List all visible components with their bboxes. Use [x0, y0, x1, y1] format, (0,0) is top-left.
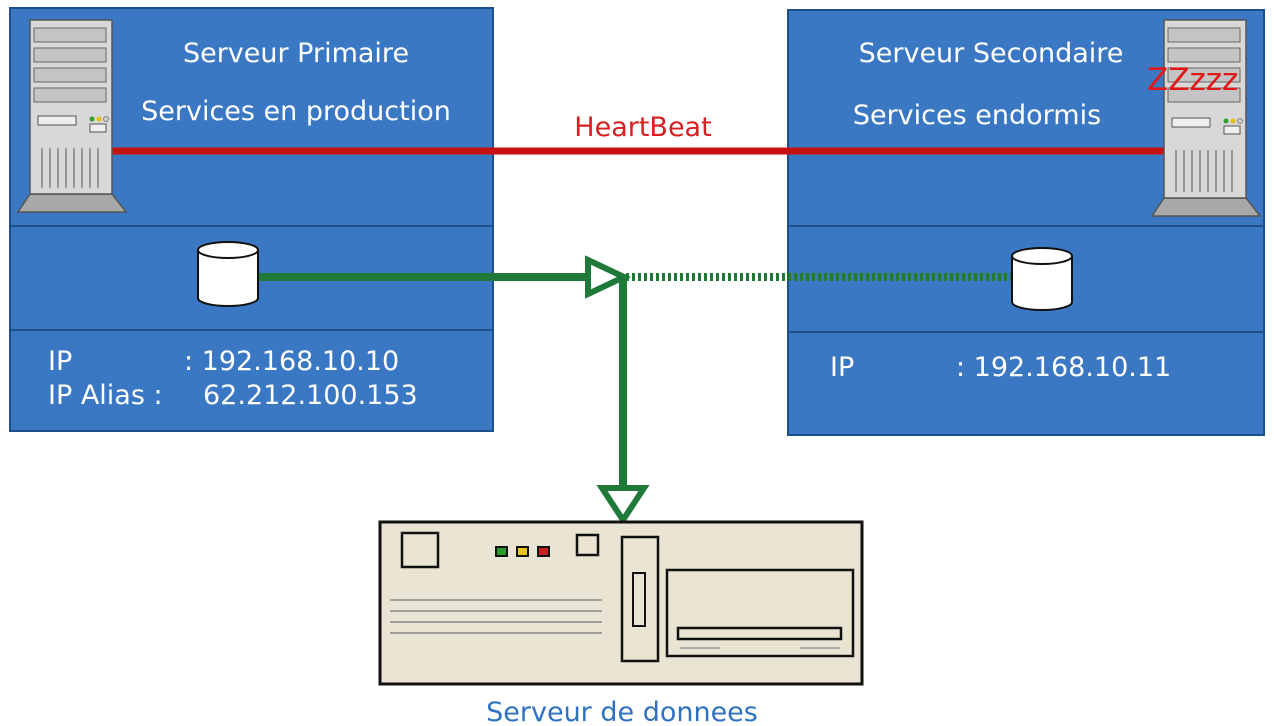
primary-subtitle: Services en production	[141, 96, 451, 127]
primary-alias-label: IP Alias :	[48, 380, 163, 411]
primary-ip-label: IP	[48, 346, 72, 377]
arrow-down-icon	[596, 485, 650, 526]
primary-server-panel	[9, 7, 494, 432]
data-server-icon	[378, 520, 864, 686]
secondary-ip-value: : 192.168.10.11	[956, 352, 1171, 383]
secondary-server-panel	[787, 9, 1265, 436]
disk-icon	[197, 241, 259, 307]
arrow-right-icon	[585, 255, 632, 299]
disk-icon	[1011, 247, 1073, 311]
heartbeat-label: HeartBeat	[574, 112, 711, 143]
primary-ip-value: : 192.168.10.10	[184, 346, 399, 377]
server-tower-icon	[1150, 19, 1262, 217]
secondary-subtitle: Services endormis	[853, 100, 1101, 131]
sleep-indicator: ZZzzz	[1147, 62, 1238, 98]
data-server-label: Serveur de donnees	[486, 697, 758, 726]
primary-title: Serveur Primaire	[183, 38, 409, 69]
server-tower-icon	[16, 19, 128, 213]
secondary-title: Serveur Secondaire	[859, 38, 1124, 69]
primary-alias-value: 62.212.100.153	[203, 380, 418, 411]
secondary-ip-label: IP	[830, 352, 854, 383]
